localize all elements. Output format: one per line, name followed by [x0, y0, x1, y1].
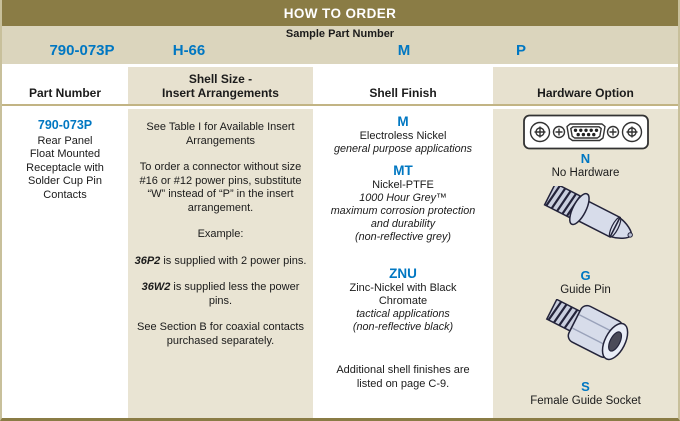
- finish-color-note: (non-reflective black): [352, 321, 454, 333]
- finish-name: Zinc-Nickel with Black Chromate: [349, 282, 457, 307]
- part-description-line: Receptacle with: [26, 161, 104, 174]
- column-header-label: Shell Finish: [369, 85, 437, 100]
- part-number-code: 790-073P: [37, 118, 93, 132]
- row-divider: [2, 106, 678, 109]
- sample-part-number-row: Sample Part Number: [2, 26, 678, 41]
- shell-finish-option-mt: MT Nickel-PTFE 1000 Hour Grey™ maximum c…: [313, 163, 493, 244]
- female-guide-socket-icon: [545, 299, 628, 361]
- hardware-name: Guide Pin: [560, 284, 611, 296]
- column-header-label: Hardware Option: [537, 85, 634, 100]
- shell-size-cell: See Table I for Available Insert Arrange…: [128, 109, 313, 418]
- example-36w2: 36W2 is supplied less the power pins.: [133, 281, 308, 308]
- finish-code: MT: [393, 163, 413, 178]
- part-description-line: Solder Cup Pin: [28, 175, 102, 187]
- finish-trademark: 1000 Hour Grey™: [359, 192, 447, 204]
- hardware-option-g: G Guide Pin: [493, 186, 678, 297]
- example-36p2-text: is supplied with 2 power pins.: [160, 254, 307, 267]
- column-header-hardware-option: Hardware Option: [493, 67, 678, 104]
- finish-name: Nickel-PTFE: [372, 179, 434, 191]
- column-header-shell-size: Shell Size - Insert Arrangements: [128, 67, 313, 104]
- table-body: 790-073P Rear Panel Float Mounted Recept…: [2, 109, 678, 418]
- finish-code: M: [397, 114, 409, 129]
- part-code-36w2: 36W2: [141, 281, 171, 293]
- shell-finish-option-znu: ZNU Zinc-Nickel with Black Chromate tact…: [313, 266, 493, 334]
- power-pins-substitution-note: To order a connector without size #16 or…: [139, 161, 302, 214]
- sample-value-shell-size: H-66: [172, 42, 206, 59]
- table-title-bar: HOW TO ORDER: [2, 0, 678, 26]
- additional-finishes-note: Additional shell finishes are listed on …: [336, 364, 470, 390]
- hardware-option-n: N No Hardware: [493, 113, 678, 180]
- finish-color-note: (non-reflective grey): [354, 231, 451, 243]
- example-36w2-text: is supplied less the power pins.: [170, 281, 300, 307]
- sample-value-shell-finish: M: [397, 42, 411, 59]
- hardware-code: G: [580, 268, 591, 283]
- column-header-label: Insert Arrangements: [162, 85, 279, 100]
- finish-code: ZNU: [389, 266, 417, 281]
- finish-name: Electroless Nickel: [359, 130, 447, 142]
- part-number-cell: 790-073P Rear Panel Float Mounted Recept…: [2, 109, 128, 418]
- hardware-code: S: [581, 379, 590, 394]
- table-title: HOW TO ORDER: [283, 5, 397, 21]
- header-rule: [2, 104, 678, 106]
- hardware-name: No Hardware: [551, 167, 620, 179]
- part-description-line: Rear Panel: [37, 134, 93, 147]
- column-header-part-number: Part Number: [2, 67, 128, 104]
- sample-value-hardware: P: [515, 42, 526, 59]
- sample-values-row: 790-073P H-66 M P: [2, 41, 678, 64]
- example-label: Example:: [197, 228, 244, 240]
- example-36p2: 36P2 is supplied with 2 power pins.: [133, 255, 308, 269]
- sample-part-number-label: Sample Part Number: [285, 27, 395, 40]
- hardware-option-cell: N No Hardware G Guide Pin: [493, 109, 678, 418]
- dsub-connector-icon: [522, 114, 649, 150]
- shell-finish-cell: M Electroless Nickel general purpose app…: [313, 109, 493, 418]
- column-header-shell-finish: Shell Finish: [313, 67, 493, 104]
- guide-pin-icon: [543, 186, 633, 239]
- row-divider: [2, 64, 678, 67]
- finish-description: tactical applications: [356, 308, 450, 320]
- column-header-label: Shell Size -: [188, 72, 253, 86]
- hardware-name: Female Guide Socket: [530, 395, 641, 407]
- finish-description: general purpose applications: [333, 143, 473, 155]
- sample-value-part-number: 790-073P: [49, 42, 115, 59]
- hardware-option-s: S Female Guide Socket: [493, 299, 678, 408]
- coaxial-contacts-note: See Section B for coaxial contacts purch…: [137, 321, 304, 347]
- column-header-label: Part Number: [28, 85, 102, 100]
- part-code-36p2: 36P2: [134, 254, 161, 267]
- shell-finish-option-m: M Electroless Nickel general purpose app…: [313, 114, 493, 156]
- column-headers-row: Part Number Shell Size - Insert Arrangem…: [2, 67, 678, 104]
- hardware-code: N: [580, 151, 591, 166]
- part-description-line: Float Mounted: [29, 148, 101, 160]
- finish-description: maximum corrosion protection and durabil…: [330, 205, 476, 230]
- part-description-line: Contacts: [43, 188, 87, 201]
- insert-arrangements-note: See Table I for Available Insert Arrange…: [146, 121, 295, 147]
